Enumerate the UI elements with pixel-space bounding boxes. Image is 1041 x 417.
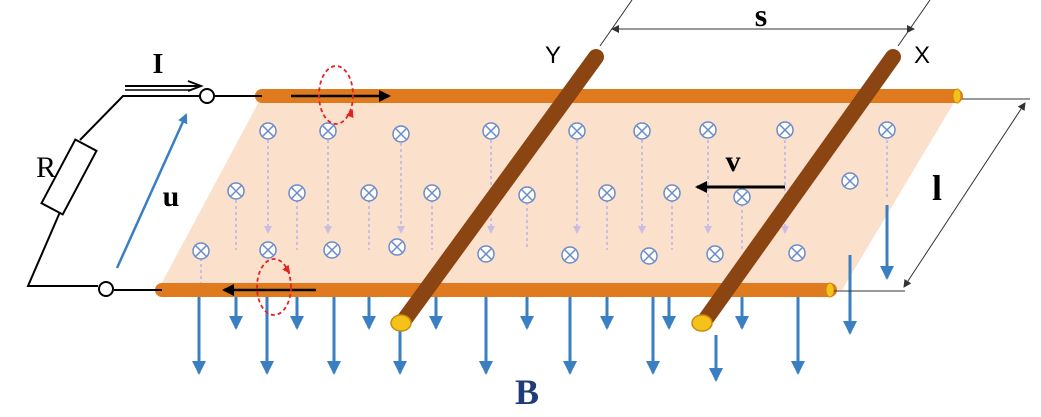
label-field: B — [515, 372, 539, 412]
label-voltage: u — [163, 180, 180, 213]
top-rail-end — [952, 88, 962, 104]
label-spacing: s — [755, 0, 767, 33]
label-rod-x: X — [914, 42, 930, 69]
x-in-circle-field-icon — [192, 121, 896, 265]
label-rod-y: Y — [545, 42, 561, 69]
red-current-loop-icon — [318, 65, 354, 125]
current-arrow — [125, 80, 204, 92]
resistor — [40, 138, 98, 216]
field-lines-dotted — [200, 140, 888, 285]
rod-x — [691, 49, 901, 332]
red-current-loop-icon — [256, 258, 292, 316]
label-resistor: R — [36, 151, 56, 184]
bottom-rail-end — [825, 282, 835, 298]
top-terminal — [199, 88, 215, 104]
rod-y — [390, 49, 604, 332]
field-arrows-B — [192, 205, 894, 382]
label-velocity: v — [726, 145, 741, 178]
rod-y-end — [390, 314, 412, 332]
label-length: l — [932, 168, 942, 208]
length-dimension — [834, 98, 1030, 292]
circuit-wire — [26, 95, 262, 291]
voltage-arrow — [115, 113, 188, 269]
label-current: I — [153, 49, 164, 80]
spacing-dimension — [599, 0, 931, 47]
bottom-terminal — [98, 281, 114, 297]
rod-x-end — [691, 314, 713, 332]
